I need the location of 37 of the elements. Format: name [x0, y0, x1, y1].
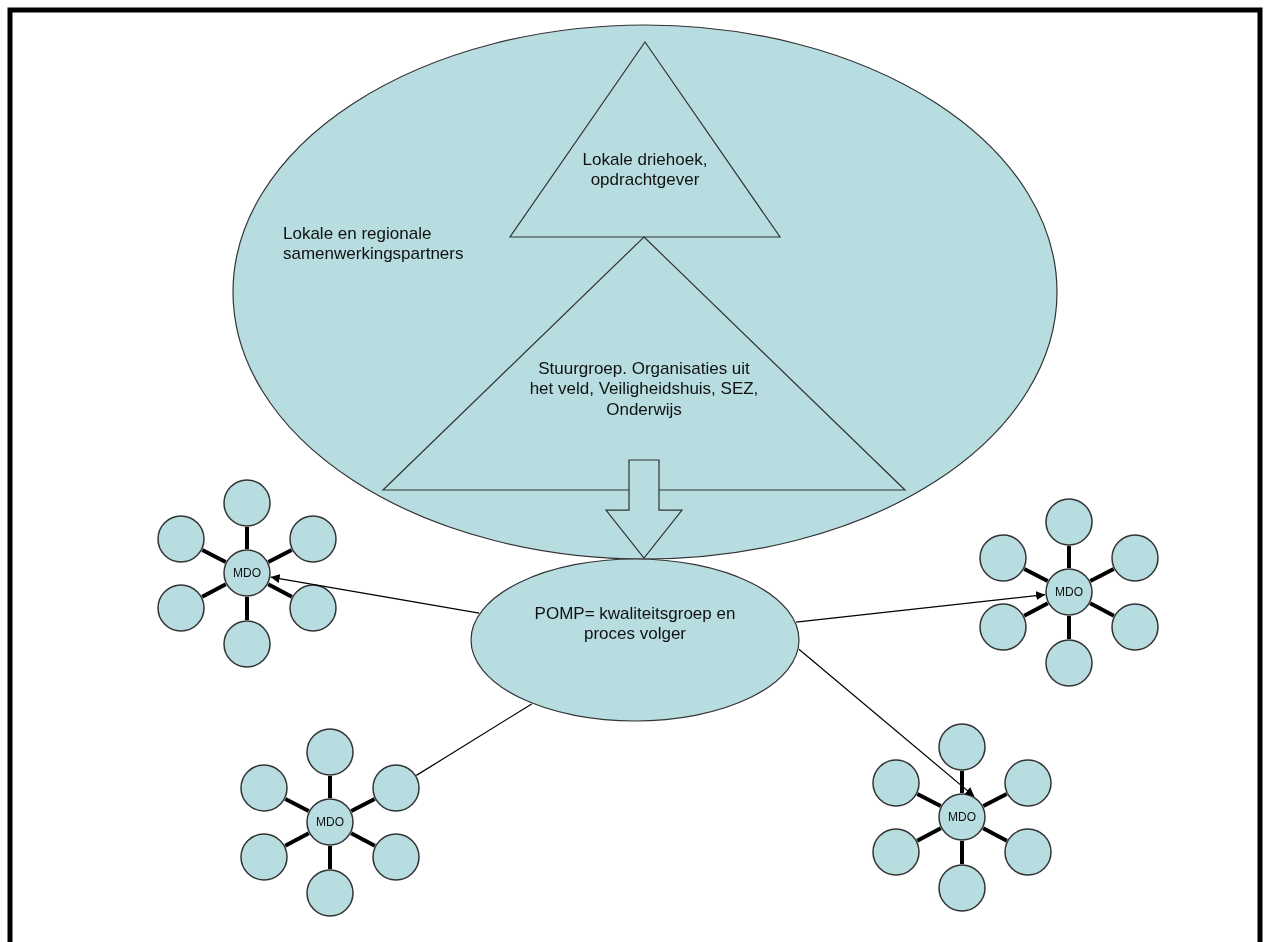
node-label: MDO [232, 566, 262, 581]
spoke-line [1023, 567, 1049, 583]
node-label: Stuurgroep. Organisaties uit het veld, Veiligheidshuis, SEZ, Onderwijs [529, 359, 759, 421]
spoke-line [201, 582, 227, 599]
spoke-line [328, 846, 332, 869]
spoke-line [245, 527, 249, 549]
block-arrow [604, 459, 684, 559]
spoke-line [201, 548, 227, 564]
node-label: MDO [1054, 585, 1084, 600]
spoke-line [284, 831, 310, 848]
spoke-line [916, 826, 942, 843]
spoke-line [960, 841, 964, 864]
spoke-line [1067, 616, 1071, 639]
spoke-line [267, 548, 293, 564]
arrow [270, 574, 480, 614]
spoke-line [328, 776, 332, 798]
node-label: MDO [947, 810, 977, 825]
arrow [795, 591, 1046, 623]
spoke-line [1067, 546, 1071, 568]
node-label: Lokale driehoek, opdrachtgever [581, 150, 709, 191]
spoke-line [1023, 601, 1049, 618]
spoke-line [267, 582, 293, 599]
node-label: Lokale en regionale samenwerkingspartners [283, 224, 465, 265]
arrow [798, 648, 975, 797]
node-label: MDO [315, 815, 345, 830]
spoke-line [960, 771, 964, 793]
spoke-line [1089, 601, 1115, 618]
connector-line [415, 703, 533, 776]
spoke-line [284, 797, 310, 813]
spoke-line [982, 826, 1008, 843]
node-label: POMP= kwaliteitsgroep en proces volger [533, 604, 737, 645]
spoke-line [916, 792, 942, 808]
spoke-line [350, 831, 376, 848]
spoke-line [245, 597, 249, 620]
spoke-line [982, 792, 1008, 808]
spoke-line [1089, 567, 1115, 583]
spoke-line [350, 797, 376, 813]
